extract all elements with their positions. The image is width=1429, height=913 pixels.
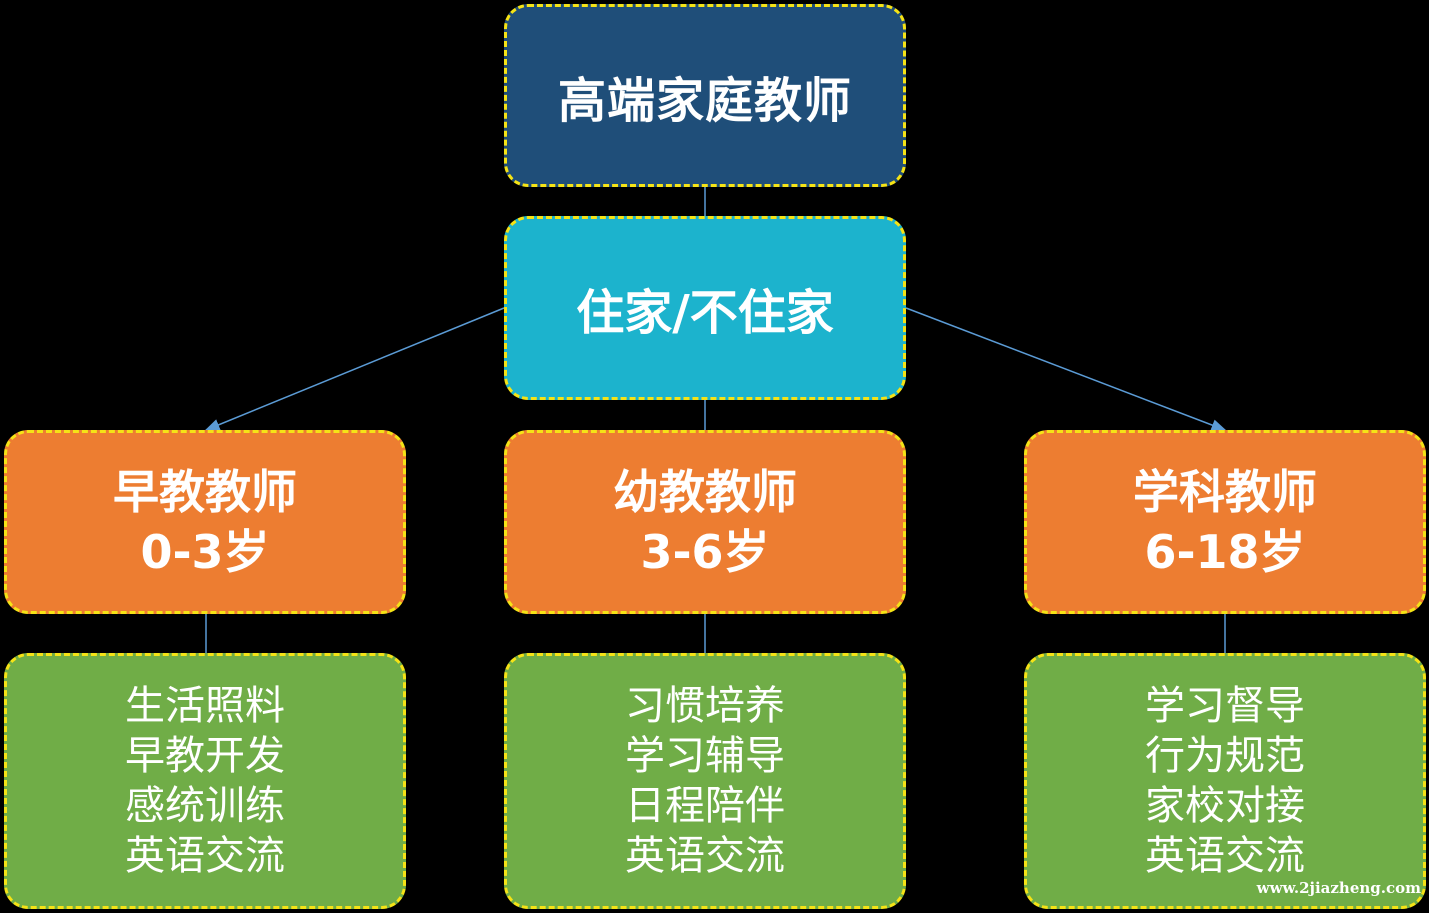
- detail-node-subject: 学习督导 行为规范 家校对接 英语交流: [1024, 653, 1426, 909]
- detail-item: 感统训练: [125, 783, 285, 829]
- category-title: 学科教师: [1133, 465, 1317, 519]
- category-age: 3-6岁: [640, 525, 770, 579]
- residence-node: 住家/不住家: [504, 216, 906, 400]
- root-node-label: 高端家庭教师: [557, 72, 852, 129]
- category-node-preschool: 幼教教师 3-6岁: [504, 430, 906, 614]
- detail-item: 早教开发: [125, 733, 285, 779]
- detail-item: 家校对接: [1145, 783, 1305, 829]
- detail-item: 生活照料: [125, 683, 285, 729]
- category-age: 6-18岁: [1144, 525, 1306, 579]
- detail-item: 习惯培养: [625, 683, 785, 729]
- category-node-subject: 学科教师 6-18岁: [1024, 430, 1426, 614]
- detail-item: 英语交流: [1145, 833, 1305, 879]
- category-age: 0-3岁: [140, 525, 270, 579]
- watermark-text: www.2jiazheng.com: [1256, 879, 1421, 897]
- category-title: 幼教教师: [613, 465, 797, 519]
- detail-item: 学习督导: [1145, 683, 1305, 729]
- connector-mid-left-arrow: [204, 307, 505, 431]
- connector-mid-right-arrow: [905, 307, 1227, 431]
- detail-item: 日程陪伴: [625, 783, 785, 829]
- root-node: 高端家庭教师: [504, 4, 906, 187]
- detail-item: 英语交流: [125, 833, 285, 879]
- category-title: 早教教师: [113, 465, 297, 519]
- category-node-early: 早教教师 0-3岁: [4, 430, 406, 614]
- detail-item: 学习辅导: [625, 733, 785, 779]
- residence-node-label: 住家/不住家: [576, 285, 834, 341]
- detail-item: 英语交流: [625, 833, 785, 879]
- detail-node-preschool: 习惯培养 学习辅导 日程陪伴 英语交流: [504, 653, 906, 909]
- detail-node-early: 生活照料 早教开发 感统训练 英语交流: [4, 653, 406, 909]
- detail-item: 行为规范: [1145, 733, 1305, 779]
